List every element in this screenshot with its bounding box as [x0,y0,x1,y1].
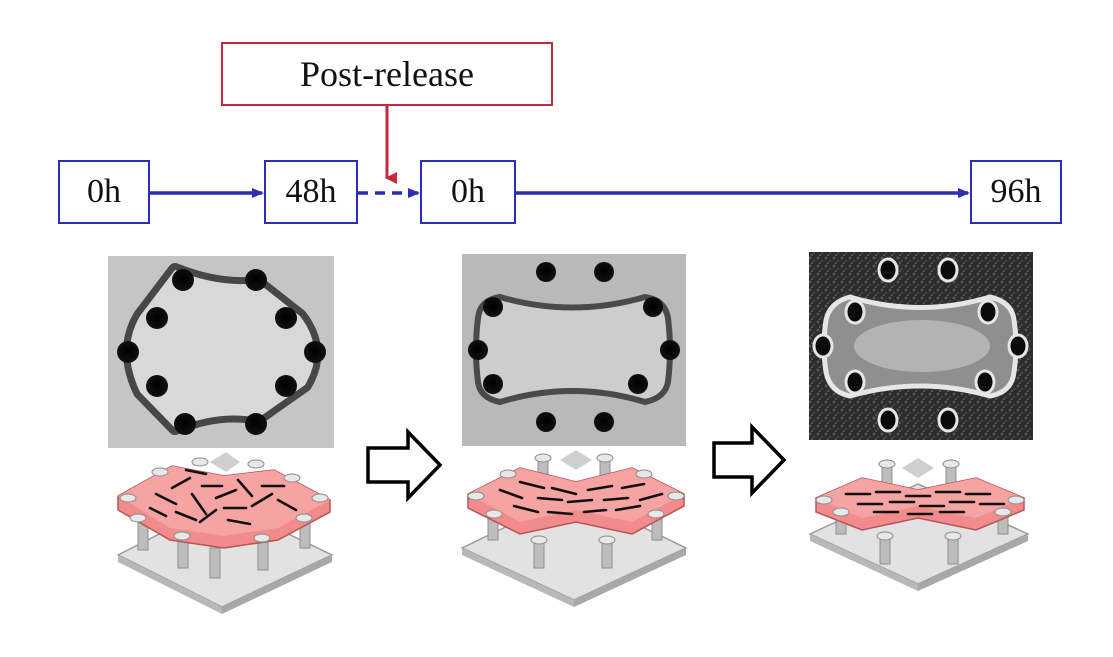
time-label-48h: 48h [285,173,337,210]
time-box-96h: 96h [970,160,1062,224]
time-label-0h: 0h [87,173,121,210]
time-box-0h-post: 0h [420,160,516,224]
model-0h [116,452,334,614]
model-post-release-0h [460,450,688,607]
micrograph-post-release-0h [462,254,686,446]
time-box-48h: 48h [264,160,358,224]
time-box-0h: 0h [58,160,150,224]
time-label-0h-post: 0h [451,173,485,210]
micrograph-96h [809,252,1033,440]
post-release-text: Post-release [300,54,474,94]
process-arrow-1 [366,427,443,503]
post-release-label: Post-release [221,42,553,106]
time-label-96h: 96h [990,173,1042,210]
process-arrow-2 [712,422,787,498]
micrograph-0h [108,256,334,448]
model-96h [808,458,1030,591]
